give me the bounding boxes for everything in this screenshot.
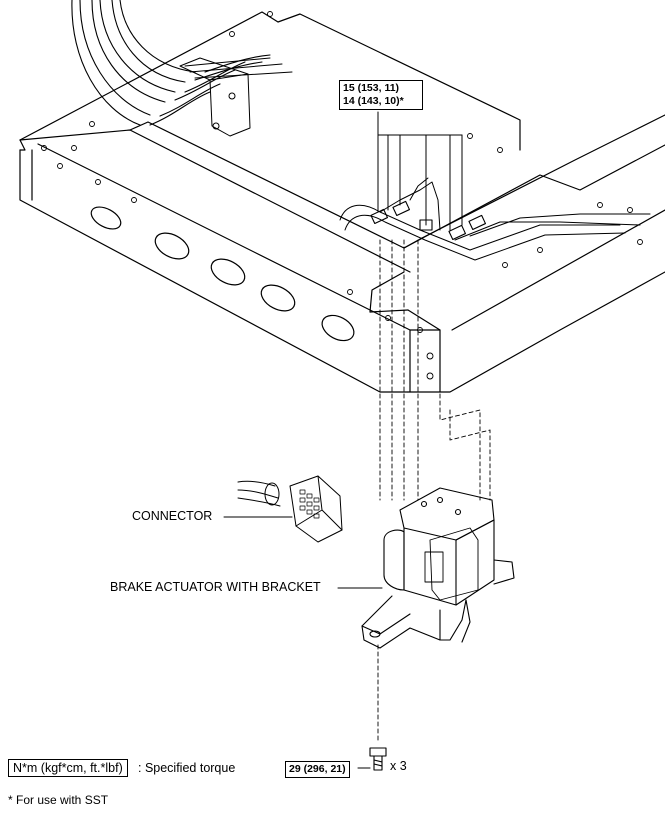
install-guide-lines xyxy=(377,239,491,741)
legend-unit-box: N*m (kgf*cm, ft.*lbf) xyxy=(8,759,128,777)
legend-unit: N*m (kgf*cm, ft.*lbf) xyxy=(13,761,123,775)
hoses xyxy=(71,0,271,126)
bolt-quantity: x 3 xyxy=(390,759,407,773)
brake-lines xyxy=(339,177,651,261)
bolt-illustration xyxy=(357,747,387,771)
vehicle-frame xyxy=(19,11,665,393)
torque-leader-lines xyxy=(377,111,463,231)
torque-callout-upper: 15 (153, 11) 14 (143, 10)* xyxy=(339,80,423,110)
torque-callout-bolt: 29 (296, 21) xyxy=(285,761,350,778)
connector-illustration xyxy=(223,475,343,543)
footnote: * For use with SST xyxy=(8,793,109,807)
torque-value-standard: 15 (153, 11) xyxy=(343,82,400,94)
actuator-label: BRAKE ACTUATOR WITH BRACKET xyxy=(110,580,321,594)
brake-actuator-illustration xyxy=(337,487,515,649)
torque-value-sst: 14 (143, 10)* xyxy=(343,95,404,107)
torque-value-bolt: 29 (296, 21) xyxy=(289,763,346,775)
legend-description: : Specified torque xyxy=(138,761,236,775)
upper-bracket xyxy=(179,57,293,137)
connector-label: CONNECTOR xyxy=(132,509,213,523)
